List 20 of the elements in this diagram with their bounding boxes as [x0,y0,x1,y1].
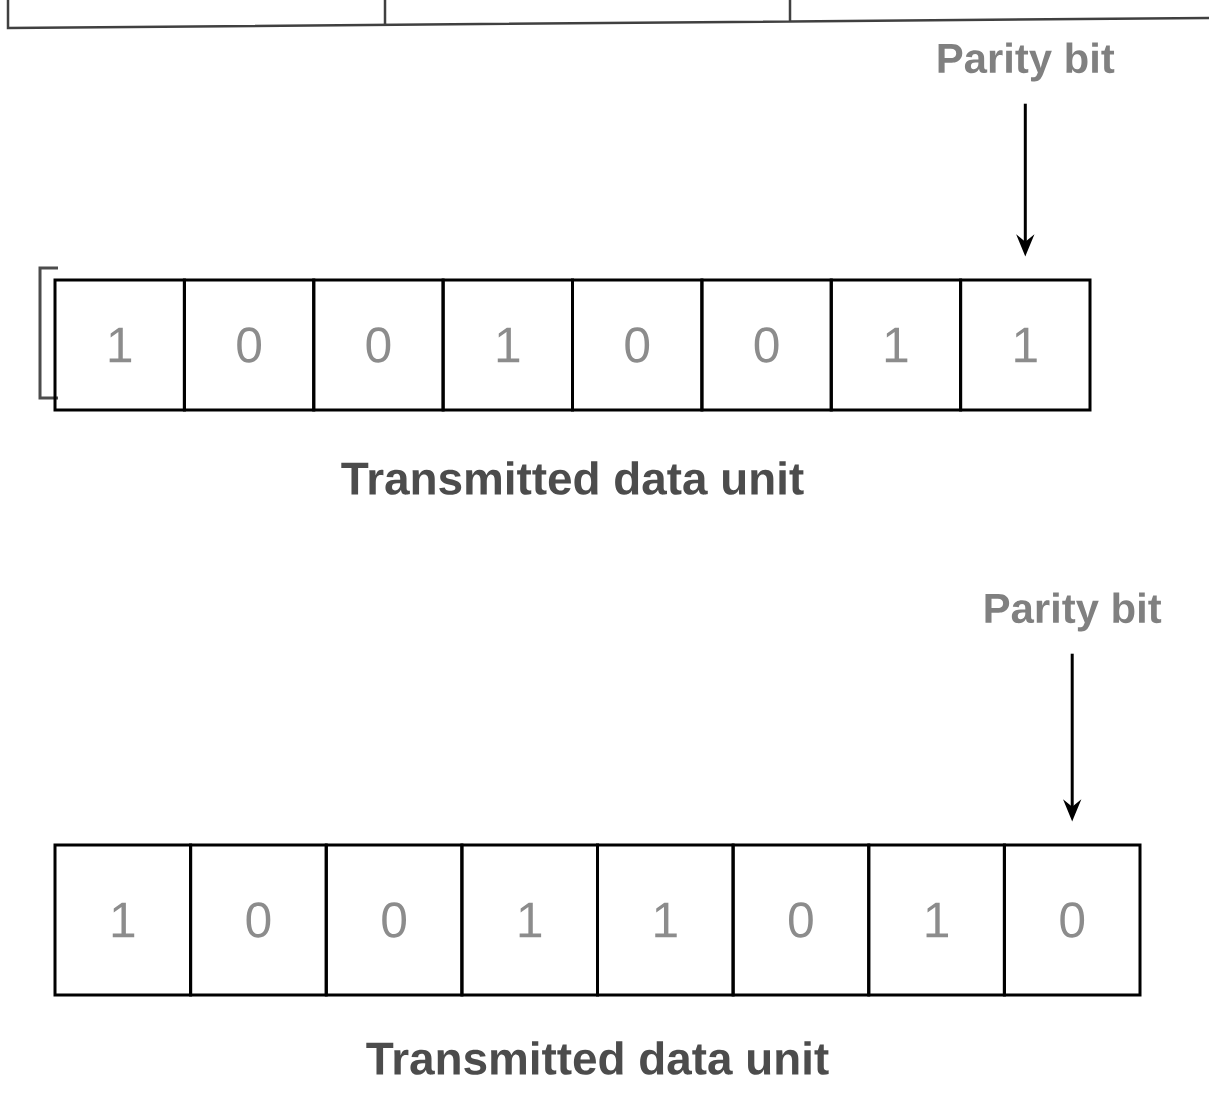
bit-cell: 0 [324,843,464,997]
parity-bit-label: Parity bit [938,42,1115,82]
bit-cell: 1 [441,278,574,412]
bit-cell: 0 [182,278,316,412]
bit-cell: 1 [460,843,599,997]
bit-cell: 0 [571,278,704,412]
bit-cell: 1 [959,278,1092,412]
bit-cell: 1 [867,843,1006,997]
bit-cell: 0 [1002,843,1142,997]
caption: Transmitted data unit [366,1041,829,1075]
bit-cell: 0 [700,278,833,412]
bit-cell: 0 [189,843,328,997]
bit-cell: 0 [731,843,871,997]
bit-cell: 0 [312,278,445,412]
parity-bit-label: Parity bit [985,592,1162,632]
bit-cell: 1 [53,278,186,412]
caption: Transmitted data unit [341,461,804,495]
bit-cell: 1 [596,843,735,997]
bit-cell: 1 [829,278,963,412]
bit-cell: 1 [53,843,193,997]
